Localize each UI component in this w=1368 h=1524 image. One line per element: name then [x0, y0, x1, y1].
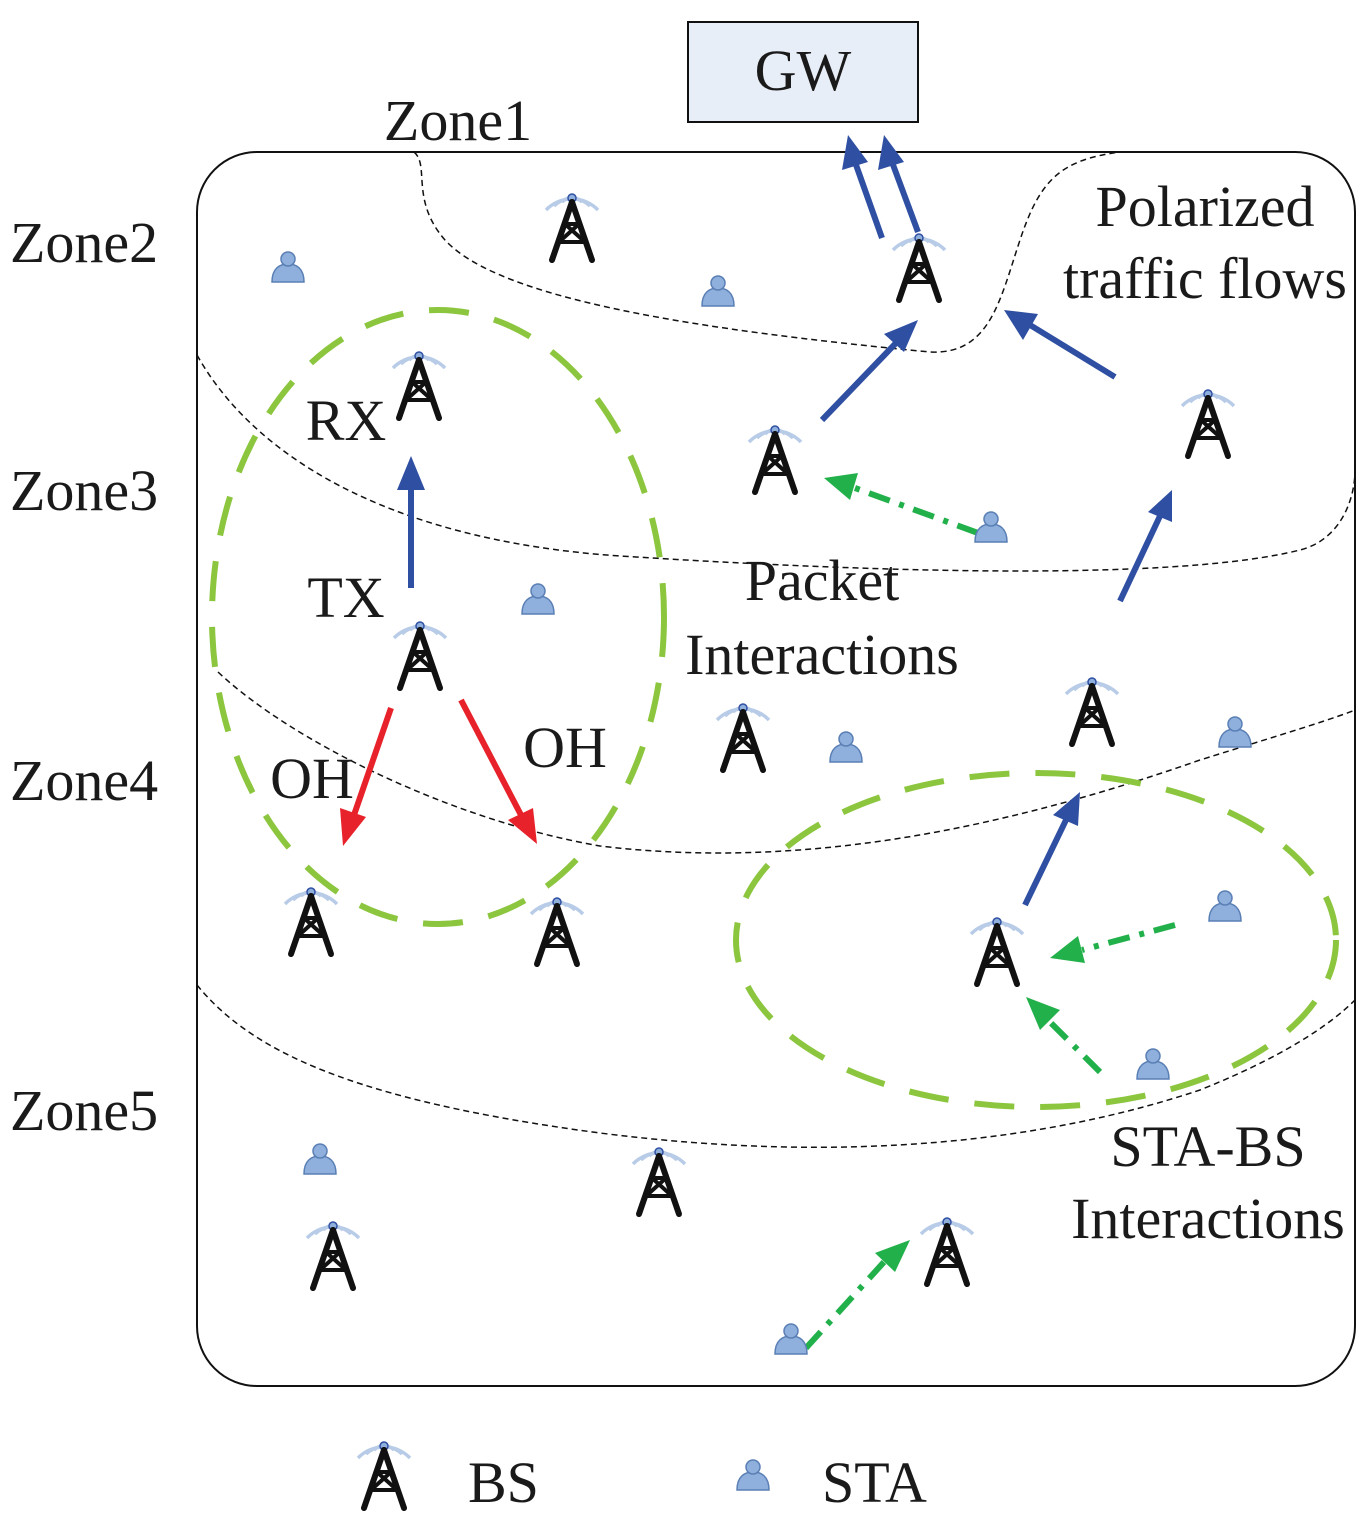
- station-icon: [1136, 1048, 1170, 1080]
- station-icon: [774, 1323, 808, 1355]
- green-arrow: [803, 1240, 910, 1351]
- stabs-label-line1: STA-BS: [1110, 1114, 1305, 1179]
- zone3-boundary: [217, 671, 1356, 854]
- base-station-icon: [921, 1218, 973, 1284]
- rx-label: RX: [306, 388, 387, 453]
- zone4-label: Zone4: [10, 748, 158, 813]
- red-arrow: [340, 707, 394, 846]
- base-station-icon: [633, 1148, 685, 1214]
- packet-interaction-region: [209, 307, 667, 927]
- green-arrow: [1026, 997, 1103, 1075]
- blue-arrow: [1004, 310, 1117, 380]
- red-arrow: [458, 698, 537, 844]
- station-icon: [271, 251, 305, 283]
- base-station-icon: [285, 888, 337, 954]
- station-icon: [701, 275, 735, 307]
- base-station-icon: [1066, 678, 1118, 744]
- base-station-icon: [749, 426, 801, 492]
- sta-bs-interaction-region: [733, 770, 1339, 1110]
- station-icon: [521, 583, 555, 615]
- station-icon: [974, 511, 1008, 543]
- blue-arrow: [842, 135, 885, 240]
- station-icon: [303, 1143, 337, 1175]
- base-station-icon: [893, 234, 945, 300]
- legend: BS STA: [358, 1442, 927, 1515]
- base-station-icon: [971, 918, 1023, 984]
- base-station-icon: [307, 1222, 359, 1288]
- gateway-box: [687, 21, 919, 123]
- zone4-boundary: [196, 984, 1356, 1149]
- station-icon: [1218, 716, 1252, 748]
- base-station-icon: [1182, 390, 1234, 456]
- tx-label: TX: [307, 565, 384, 630]
- gateway-label: GW: [755, 38, 852, 103]
- blue-arrow: [397, 456, 425, 588]
- oh-label-left: OH: [270, 746, 354, 811]
- base-station-icon: [393, 352, 445, 418]
- base-station-icon: [546, 194, 598, 260]
- polarized-label-line2: traffic flows: [1063, 246, 1347, 311]
- base-station-icon: [717, 704, 769, 770]
- legend-base-station-icon: [358, 1442, 410, 1508]
- base-station-icon: [394, 622, 446, 688]
- polarized-label-line1: Polarized: [1095, 174, 1314, 239]
- station-icon: [829, 731, 863, 763]
- zone1-boundary: [413, 151, 1121, 353]
- legend-station-icon: [736, 1459, 770, 1491]
- blue-arrow: [1117, 490, 1172, 603]
- stabs-label-line2: Interactions: [1071, 1186, 1345, 1251]
- station-icon: [1208, 890, 1242, 922]
- zone1-label: Zone1: [384, 88, 532, 153]
- legend-sta-label: STA: [822, 1450, 927, 1515]
- blue-arrow: [878, 135, 921, 234]
- packet-label-line2: Interactions: [685, 622, 959, 687]
- green-arrow: [824, 473, 980, 536]
- oh-label-right: OH: [523, 715, 607, 780]
- network-area-border: [196, 151, 1356, 1387]
- zone5-label: Zone5: [10, 1078, 158, 1143]
- legend-bs-label: BS: [468, 1450, 539, 1515]
- blue-arrow: [819, 320, 918, 423]
- zone2-label: Zone2: [10, 210, 158, 275]
- base-station-icon: [531, 898, 583, 964]
- green-arrow: [1050, 922, 1176, 963]
- packet-label-line1: Packet: [745, 548, 900, 613]
- blue-arrow: [1022, 792, 1080, 907]
- zone3-label: Zone3: [10, 458, 158, 523]
